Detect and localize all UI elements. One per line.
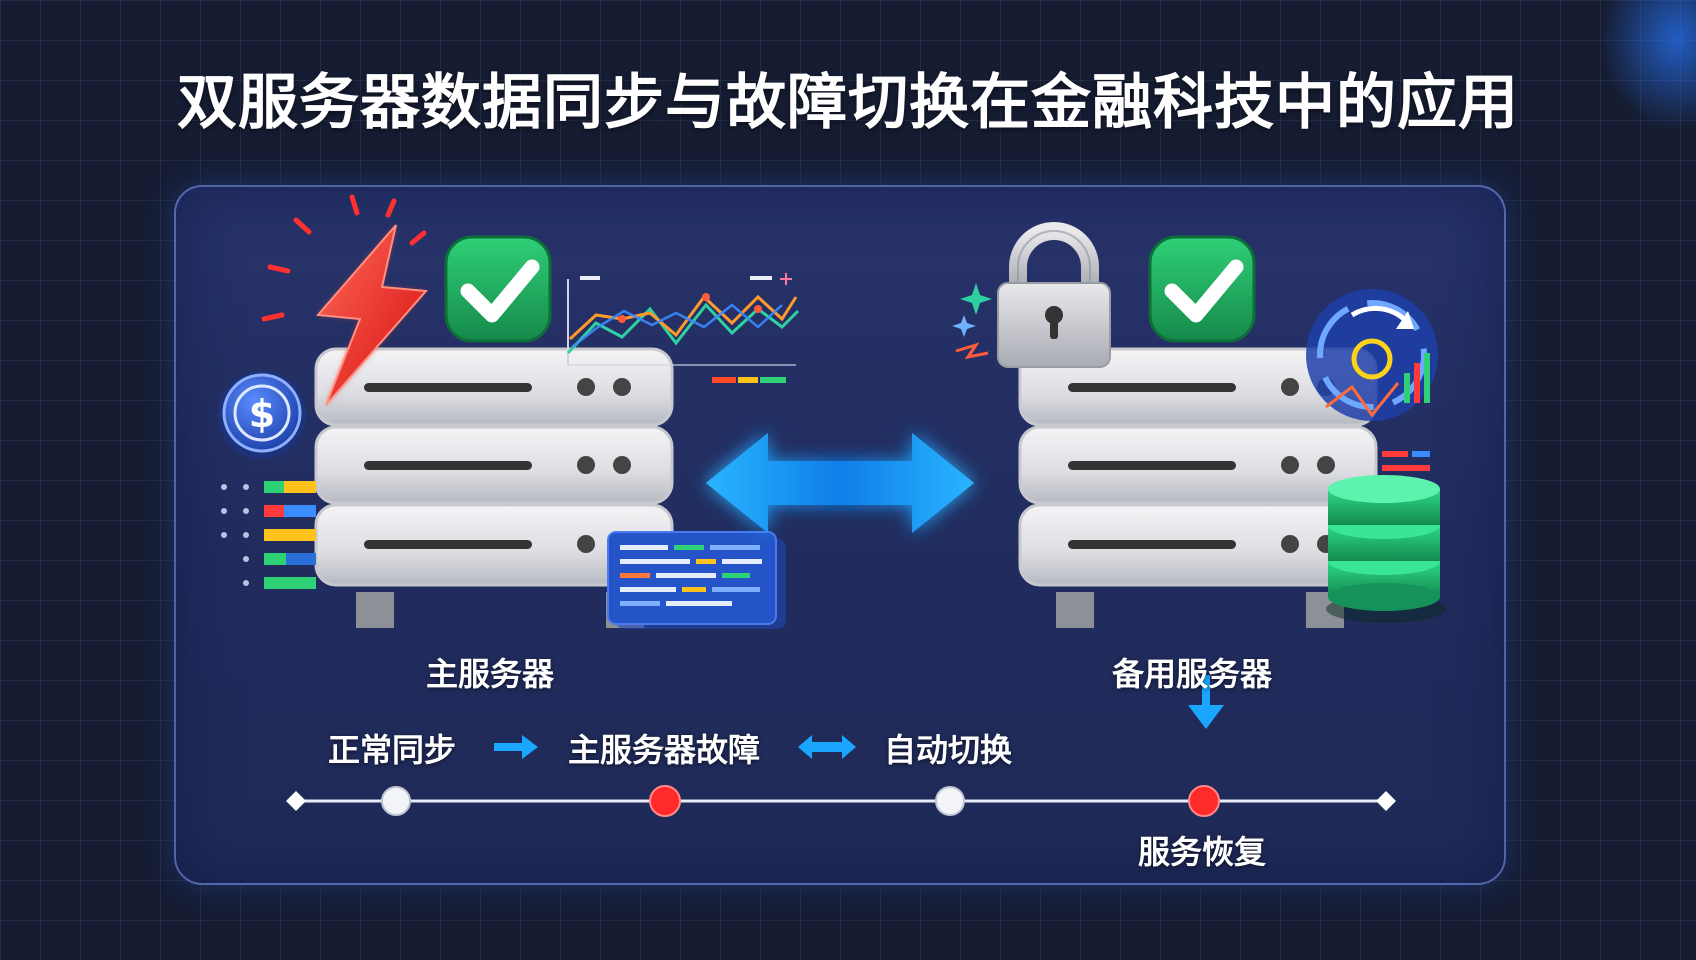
primary-server-icon — [314, 347, 674, 628]
check-icon — [444, 235, 552, 343]
flow-arrow-icon — [494, 735, 538, 759]
corner-glow — [1600, 0, 1696, 130]
legend-bars — [1382, 451, 1430, 471]
backup-server-label: 备用服务器 — [1112, 655, 1273, 693]
sync-arrow-icon — [706, 433, 974, 533]
step-service-recovery: 服务恢复 — [1138, 833, 1267, 871]
flow-double-arrow-icon — [798, 735, 856, 759]
lock-icon — [997, 222, 1111, 368]
primary-server-label: 主服务器 — [426, 655, 555, 693]
sparkle-icon — [952, 283, 992, 360]
timeline-node-recovery — [1188, 785, 1220, 817]
lightning-icon — [261, 194, 429, 406]
legend-bars — [221, 481, 316, 589]
step-normal-sync: 正常同步 — [328, 731, 457, 769]
down-arrow-icon — [1188, 675, 1224, 729]
timeline-node-switch — [935, 786, 965, 816]
chart-icon — [566, 273, 800, 383]
check-icon — [1148, 235, 1256, 343]
step-primary-failure: 主服务器故障 — [568, 731, 761, 769]
database-icon — [1326, 475, 1446, 623]
timeline — [286, 785, 1396, 817]
page-title: 双服务器数据同步与故障切换在金融科技中的应用 — [177, 68, 1519, 138]
step-auto-switch: 自动切换 — [884, 731, 1013, 769]
dollar-icon: $ — [218, 371, 306, 459]
timeline-node-sync — [381, 786, 411, 816]
diagram-art: $ — [218, 194, 1446, 817]
backup-server-icon — [1018, 347, 1378, 628]
diagram-panel: $ — [174, 185, 1506, 885]
timeline-node-failure — [649, 785, 681, 817]
svg-text:$: $ — [249, 392, 275, 436]
sync-icon — [1306, 289, 1438, 421]
code-card-icon — [607, 531, 786, 629]
